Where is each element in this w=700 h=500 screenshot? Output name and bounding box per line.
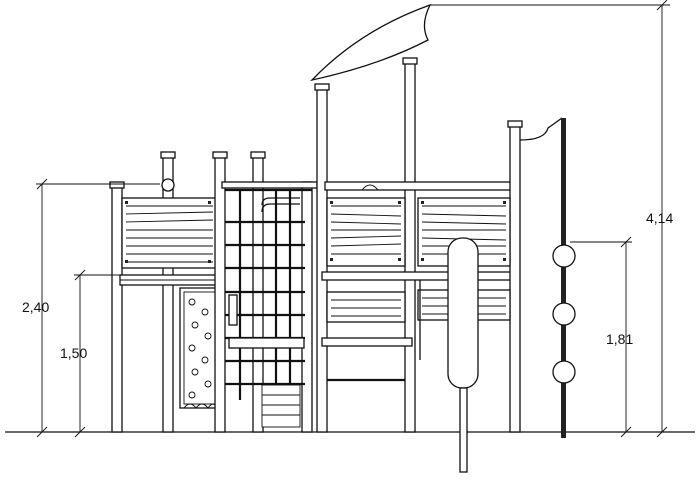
middle-tower: [212, 151, 318, 433]
dimension-rope-height: 1,81: [570, 236, 633, 438]
dimension-total-height: 4,14: [430, 0, 673, 438]
left-tower: [109, 151, 221, 433]
roof-sail: [310, 3, 432, 82]
climbing-wall: [179, 287, 221, 409]
tall-tower: [310, 3, 516, 433]
dimension-label-platform-low: 1,50: [60, 345, 87, 361]
dimension-label-total-height: 4,14: [646, 210, 673, 226]
fireman-pole: [447, 237, 479, 473]
climbing-rope: [519, 117, 576, 438]
dimension-platform-low: 1,50: [60, 269, 120, 438]
dimension-label-rope-height: 1,81: [606, 331, 633, 347]
dimension-label-platform-high: 2,40: [22, 299, 49, 315]
dimension-platform-high: 2,40: [22, 178, 160, 438]
